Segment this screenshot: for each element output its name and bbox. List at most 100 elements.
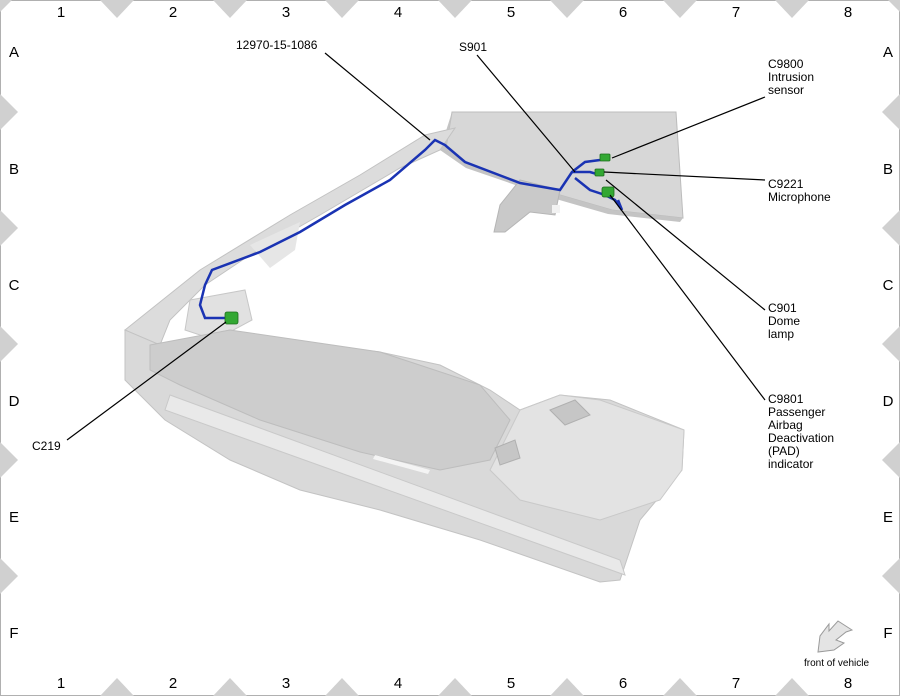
border-mark-corner-tr xyxy=(888,0,900,12)
label-c9221-line1: Microphone xyxy=(768,190,831,204)
grid-row-e-left: E xyxy=(9,509,19,526)
border-mark-left-1 xyxy=(0,94,18,130)
border-mark-right-1 xyxy=(882,94,900,130)
border-mark-top-4 xyxy=(438,0,472,18)
border-mark-top-2 xyxy=(213,0,247,18)
border-mark-right-4 xyxy=(882,442,900,478)
grid-col-7-bottom: 7 xyxy=(732,675,740,692)
border-mark-left-2 xyxy=(0,210,18,246)
label-c9801-line1: Passenger xyxy=(768,405,825,419)
grid-row-c-right: C xyxy=(883,277,894,294)
label-c9801-line2: Airbag xyxy=(768,418,803,432)
grid-row-e-right: E xyxy=(883,509,893,526)
grid-col-2-top: 2 xyxy=(169,4,177,21)
label-c9800-line2: sensor xyxy=(768,83,804,97)
grid-col-6-bottom: 6 xyxy=(619,675,627,692)
border-mark-corner-tl xyxy=(0,0,12,12)
connector-c9801 xyxy=(601,186,615,198)
connector-c9221 xyxy=(594,168,605,177)
console-bracket xyxy=(493,179,561,233)
leader-c9801 xyxy=(609,194,766,401)
border-mark-bottom-2 xyxy=(213,678,247,696)
border-mark-top-3 xyxy=(325,0,359,18)
grid-col-4-top: 4 xyxy=(394,4,402,21)
grid-col-4-bottom: 4 xyxy=(394,675,402,692)
grid-col-3-bottom: 3 xyxy=(282,675,290,692)
grid-col-6-top: 6 xyxy=(619,4,627,21)
grid-col-3-top: 3 xyxy=(282,4,290,21)
harness-branch-pad xyxy=(574,177,624,211)
grid-col-1-top: 1 xyxy=(57,4,65,21)
grid-col-5-top: 5 xyxy=(507,4,515,21)
connector-c219 xyxy=(224,311,239,325)
defrost-vent xyxy=(373,455,430,474)
border-mark-top-6 xyxy=(663,0,697,18)
label-c219: C219 xyxy=(32,439,61,453)
grid-row-labels-left: A B C D E F xyxy=(9,44,20,642)
label-c9800-line1: Intrusion xyxy=(768,70,814,84)
front-arrow-icon xyxy=(817,620,854,653)
front-of-vehicle-indicator: front of vehicle xyxy=(804,620,869,669)
grid-row-b-left: B xyxy=(9,161,19,178)
grid-column-labels-top: 1 2 3 4 5 6 7 8 xyxy=(57,4,852,21)
label-harness-part: 12970-15-1086 xyxy=(236,38,318,52)
dash-clip xyxy=(494,439,521,466)
connector-c9800 xyxy=(599,153,611,162)
front-of-vehicle-label: front of vehicle xyxy=(804,658,869,669)
grid-row-d-right: D xyxy=(883,393,894,410)
border-mark-left-3 xyxy=(0,326,18,362)
a-pillar-frame xyxy=(124,127,457,346)
grid-col-1-bottom: 1 xyxy=(57,675,65,692)
border-mark-bottom-7 xyxy=(775,678,809,696)
label-c9800-id: C9800 xyxy=(768,57,804,71)
label-c9801-line4: (PAD) xyxy=(768,444,800,458)
roof-panel xyxy=(445,111,684,219)
bracket-hole xyxy=(552,205,560,213)
grid-row-a-left: A xyxy=(9,44,19,61)
glove-box-area xyxy=(489,394,685,521)
border-mark-top-1 xyxy=(100,0,134,18)
grid-row-labels-right: A B C D E F xyxy=(883,44,894,642)
label-s901: S901 xyxy=(459,40,487,54)
border-mark-bottom-5 xyxy=(550,678,584,696)
grid-row-f-left: F xyxy=(9,625,18,642)
border-mark-left-4 xyxy=(0,442,18,478)
border-mark-bottom-4 xyxy=(438,678,472,696)
leader-lines xyxy=(66,52,766,441)
dashboard-upper-pad xyxy=(149,329,511,471)
label-c901-line1: Dome xyxy=(768,314,800,328)
grid-row-c-left: C xyxy=(9,277,20,294)
border-mark-left-5 xyxy=(0,558,18,594)
lower-trim-strip xyxy=(164,394,626,576)
border-mark-right-5 xyxy=(882,558,900,594)
grid-column-labels-bottom: 1 2 3 4 5 6 7 8 xyxy=(57,675,852,692)
leader-c9221 xyxy=(603,171,766,181)
connectors xyxy=(224,153,615,325)
label-c9221-id: C9221 xyxy=(768,177,804,191)
label-c901-line2: lamp xyxy=(768,327,794,341)
grid-row-f-right: F xyxy=(883,625,892,642)
grid-col-7-top: 7 xyxy=(732,4,740,21)
border-mark-bottom-1 xyxy=(100,678,134,696)
border-mark-bottom-3 xyxy=(325,678,359,696)
border-mark-bottom-6 xyxy=(663,678,697,696)
grid-col-2-bottom: 2 xyxy=(169,675,177,692)
grid-row-a-right: A xyxy=(883,44,893,61)
border-mark-right-2 xyxy=(882,210,900,246)
leader-c901 xyxy=(605,179,766,311)
leader-c219 xyxy=(66,321,227,441)
border-mark-top-5 xyxy=(550,0,584,18)
border-mark-right-3 xyxy=(882,326,900,362)
callout-labels: 12970-15-1086 S901 C9800 Intrusion senso… xyxy=(32,38,834,471)
label-c9801-line5: indicator xyxy=(768,457,813,471)
grid-row-b-right: B xyxy=(883,161,893,178)
vehicle-panel-illustration xyxy=(124,111,685,583)
label-c9801-id: C9801 xyxy=(768,392,804,406)
leader-c9800 xyxy=(611,96,766,159)
grid-row-d-left: D xyxy=(9,393,20,410)
label-c901-id: C901 xyxy=(768,301,797,315)
grid-col-8-bottom: 8 xyxy=(844,675,852,692)
